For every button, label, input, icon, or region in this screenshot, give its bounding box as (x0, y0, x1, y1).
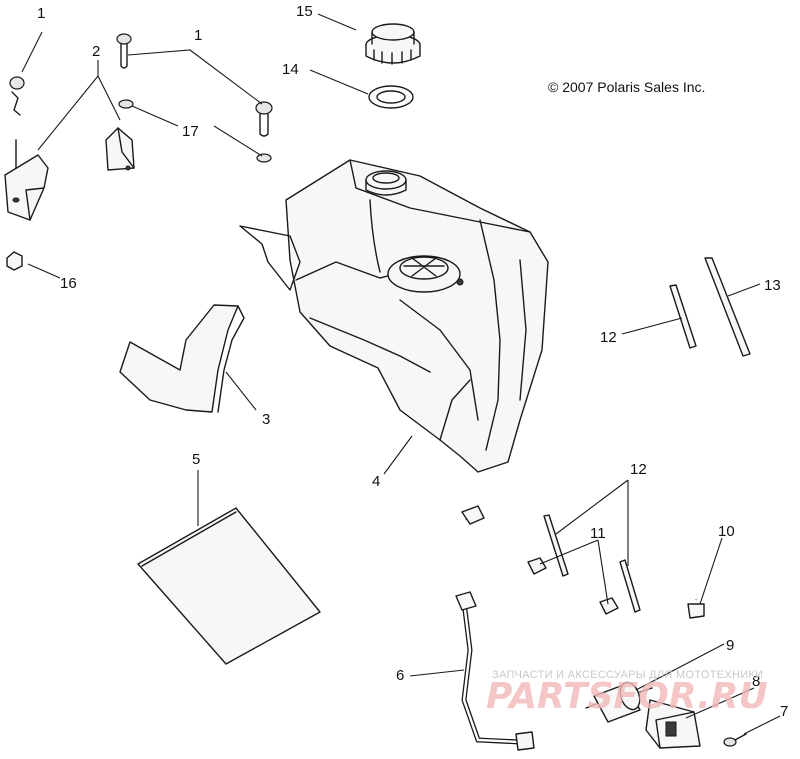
callout-3: 3 (262, 411, 270, 428)
screw (723, 733, 747, 747)
watermark: ЗАПЧАСТИ И АКСЕССУАРЫ ДЛЯ МОТОТЕХНИКИ PA… (486, 669, 768, 717)
cable-ties (543, 514, 641, 613)
watermark-tagline: ЗАПЧАСТИ И АКСЕССУАРЫ ДЛЯ МОТОТЕХНИКИ (492, 669, 763, 681)
bracket-left (4, 139, 49, 221)
callout-12-top: 12 (600, 329, 617, 346)
fuel-tank (239, 159, 549, 473)
copyright-text: © 2007 Polaris Sales Inc. (548, 79, 705, 95)
callout-14: 14 (282, 61, 299, 78)
callout-1-left: 1 (37, 5, 45, 22)
pin-upper (116, 33, 132, 69)
callout-15: 15 (296, 3, 313, 20)
callout-10: 10 (718, 523, 735, 540)
leader-lines (21, 13, 781, 735)
callout-1-top: 1 (194, 27, 202, 44)
hose-clips (527, 557, 619, 615)
bolt-left (9, 76, 25, 116)
rod-short (669, 284, 697, 349)
callout-5: 5 (192, 451, 200, 468)
nut (6, 251, 23, 271)
protective-sheet (137, 507, 321, 665)
gasket-ring (368, 85, 414, 109)
callout-17: 17 (182, 123, 199, 140)
callout-7: 7 (780, 703, 788, 720)
fuel-filter (585, 681, 653, 723)
washers (118, 99, 272, 163)
callout-16: 16 (60, 275, 77, 292)
callout-2: 2 (92, 43, 100, 60)
angled-pad (119, 304, 245, 413)
rod-long (704, 257, 751, 357)
filter-bracket (645, 699, 701, 749)
fuel-cap (365, 23, 421, 65)
fuel-line-feed (455, 591, 535, 751)
bolt-right (255, 101, 273, 137)
watermark-brand: PARTSFOR.RU (486, 676, 768, 717)
callout-4: 4 (372, 473, 380, 490)
bracket-right (105, 127, 135, 171)
callout-labels: 1 1 2 3 4 5 6 7 8 9 10 11 12 12 13 14 15… (37, 3, 788, 720)
callout-8: 8 (752, 673, 760, 690)
callout-11: 11 (590, 525, 606, 542)
fuel-line-return (461, 505, 705, 636)
callout-13: 13 (764, 277, 781, 294)
callout-12-bottom: 12 (630, 461, 647, 478)
callout-9: 9 (726, 637, 734, 654)
callout-6: 6 (396, 667, 404, 684)
